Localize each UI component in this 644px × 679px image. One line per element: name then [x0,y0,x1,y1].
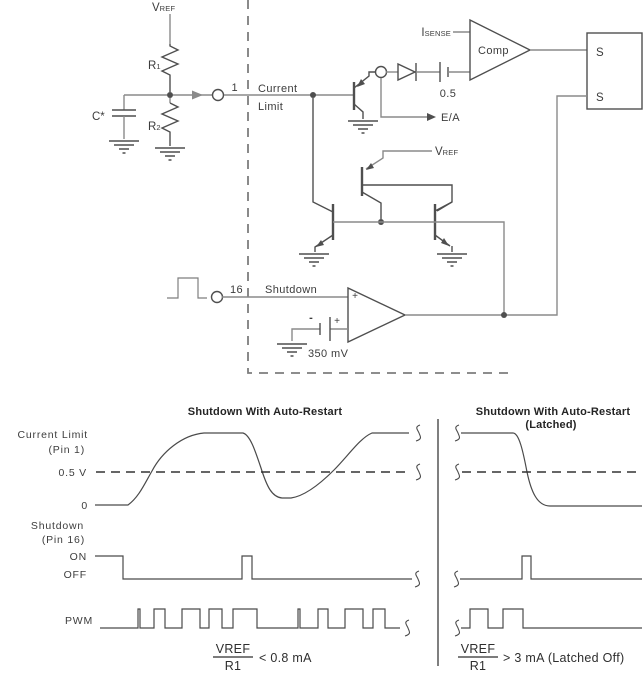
pulse-icon [167,277,207,299]
waveform-left-shutdown [95,555,412,580]
wire [291,328,348,341]
emitter-arrow-icon [441,238,449,246]
label-on: ON [70,551,87,563]
label-shutdown: Shutdown [31,520,84,532]
comparator-label: Comp [478,45,509,57]
break-mark [453,570,460,588]
npn-transistor-left [312,98,335,252]
r2-label: R2 [148,121,161,133]
label-pin16: (Pin 16) [42,534,85,546]
pin1-name-line1: Current [258,83,297,95]
emitter-arrow-icon [366,163,374,170]
cap-label: C* [92,111,105,123]
opamp-plus-input: + [352,291,358,302]
break-mark [454,424,461,442]
left-diagram-title: Shutdown With Auto-Restart [188,406,343,418]
waveform-left-current-limit [95,432,409,506]
label-current-limit: Current Limit [18,429,89,441]
left-formula: VREF R1 < 0.8 mA [213,642,312,673]
latch-s2-label: S [596,92,604,104]
ea-label: E/A [441,112,460,124]
node-dot [310,92,316,98]
latch-s1-label: S [596,47,604,59]
timing-diagrams: Shutdown With Auto-Restart Shutdown With… [18,406,642,673]
formula-condition: > 3 mA (Latched Off) [503,651,624,665]
offset-value: 0.5 [440,88,457,100]
battery-value-label: 350 mV [308,348,349,360]
formula-numerator: VREF [461,642,496,656]
arrow-right-icon [427,113,436,121]
pin16-name: Shutdown [265,284,317,296]
schematic: VREF R1 C* R2 1 Current Limit [92,0,643,374]
right-formula: VREF R1 > 3 mA (Latched Off) [458,642,624,673]
formula-denominator: R1 [225,659,242,673]
label-zero: 0 [81,500,88,512]
label-off: OFF [64,569,87,581]
vref-top-label: VREF [152,2,175,14]
emitter-arrow-icon [357,79,365,87]
break-mark [454,463,461,481]
pin16-number: 16 [230,284,243,296]
ic-boundary-dashed [247,0,515,374]
pin-circle-1 [211,88,225,102]
break-mark [404,619,411,637]
battery-minus-label: - [309,312,313,324]
wire [365,150,432,170]
formula-numerator: VREF [216,642,251,656]
pnp-transistor-q1 [352,71,376,119]
comparator-triangle [469,18,532,82]
right-diagram-title-line1: Shutdown With Auto-Restart [476,406,631,418]
pin1-name-line2: Limit [258,101,283,113]
waveform-right-pwm [461,608,642,629]
wire [380,78,427,118]
battery-plus-label: + [334,316,340,327]
label-pwm: PWM [65,615,93,627]
isense-label: ISENSE [421,27,451,39]
resistor-r1 [160,44,180,92]
pin1-number: 1 [231,82,238,94]
break-mark [415,424,422,442]
waveform-left-pwm [100,608,400,629]
latch-box [586,32,643,110]
node-dot [501,312,507,318]
vref-mid-label: VREF [435,146,458,158]
waveform-right-shutdown [460,555,642,580]
node-circle [374,65,388,79]
break-mark [414,570,421,588]
break-mark [415,463,422,481]
emitter-arrow-icon [316,240,324,247]
node-dot [167,92,173,98]
opamp-triangle [347,286,407,344]
formula-condition: < 0.8 mA [259,651,312,665]
wire [405,95,587,316]
wire [333,221,505,315]
right-diagram-title-line2: (Latched) [525,419,576,431]
wire [123,94,167,110]
resistor-r2 [160,102,180,146]
r1-label: R1 [148,60,161,72]
formula-denominator: R1 [470,659,487,673]
break-mark [454,619,461,637]
pin-circle-16 [210,290,224,304]
label-pin1: (Pin 1) [48,444,85,456]
reference-battery [319,317,331,341]
label-threshold: 0.5 V [58,467,87,479]
arrow-right-icon [192,90,203,100]
